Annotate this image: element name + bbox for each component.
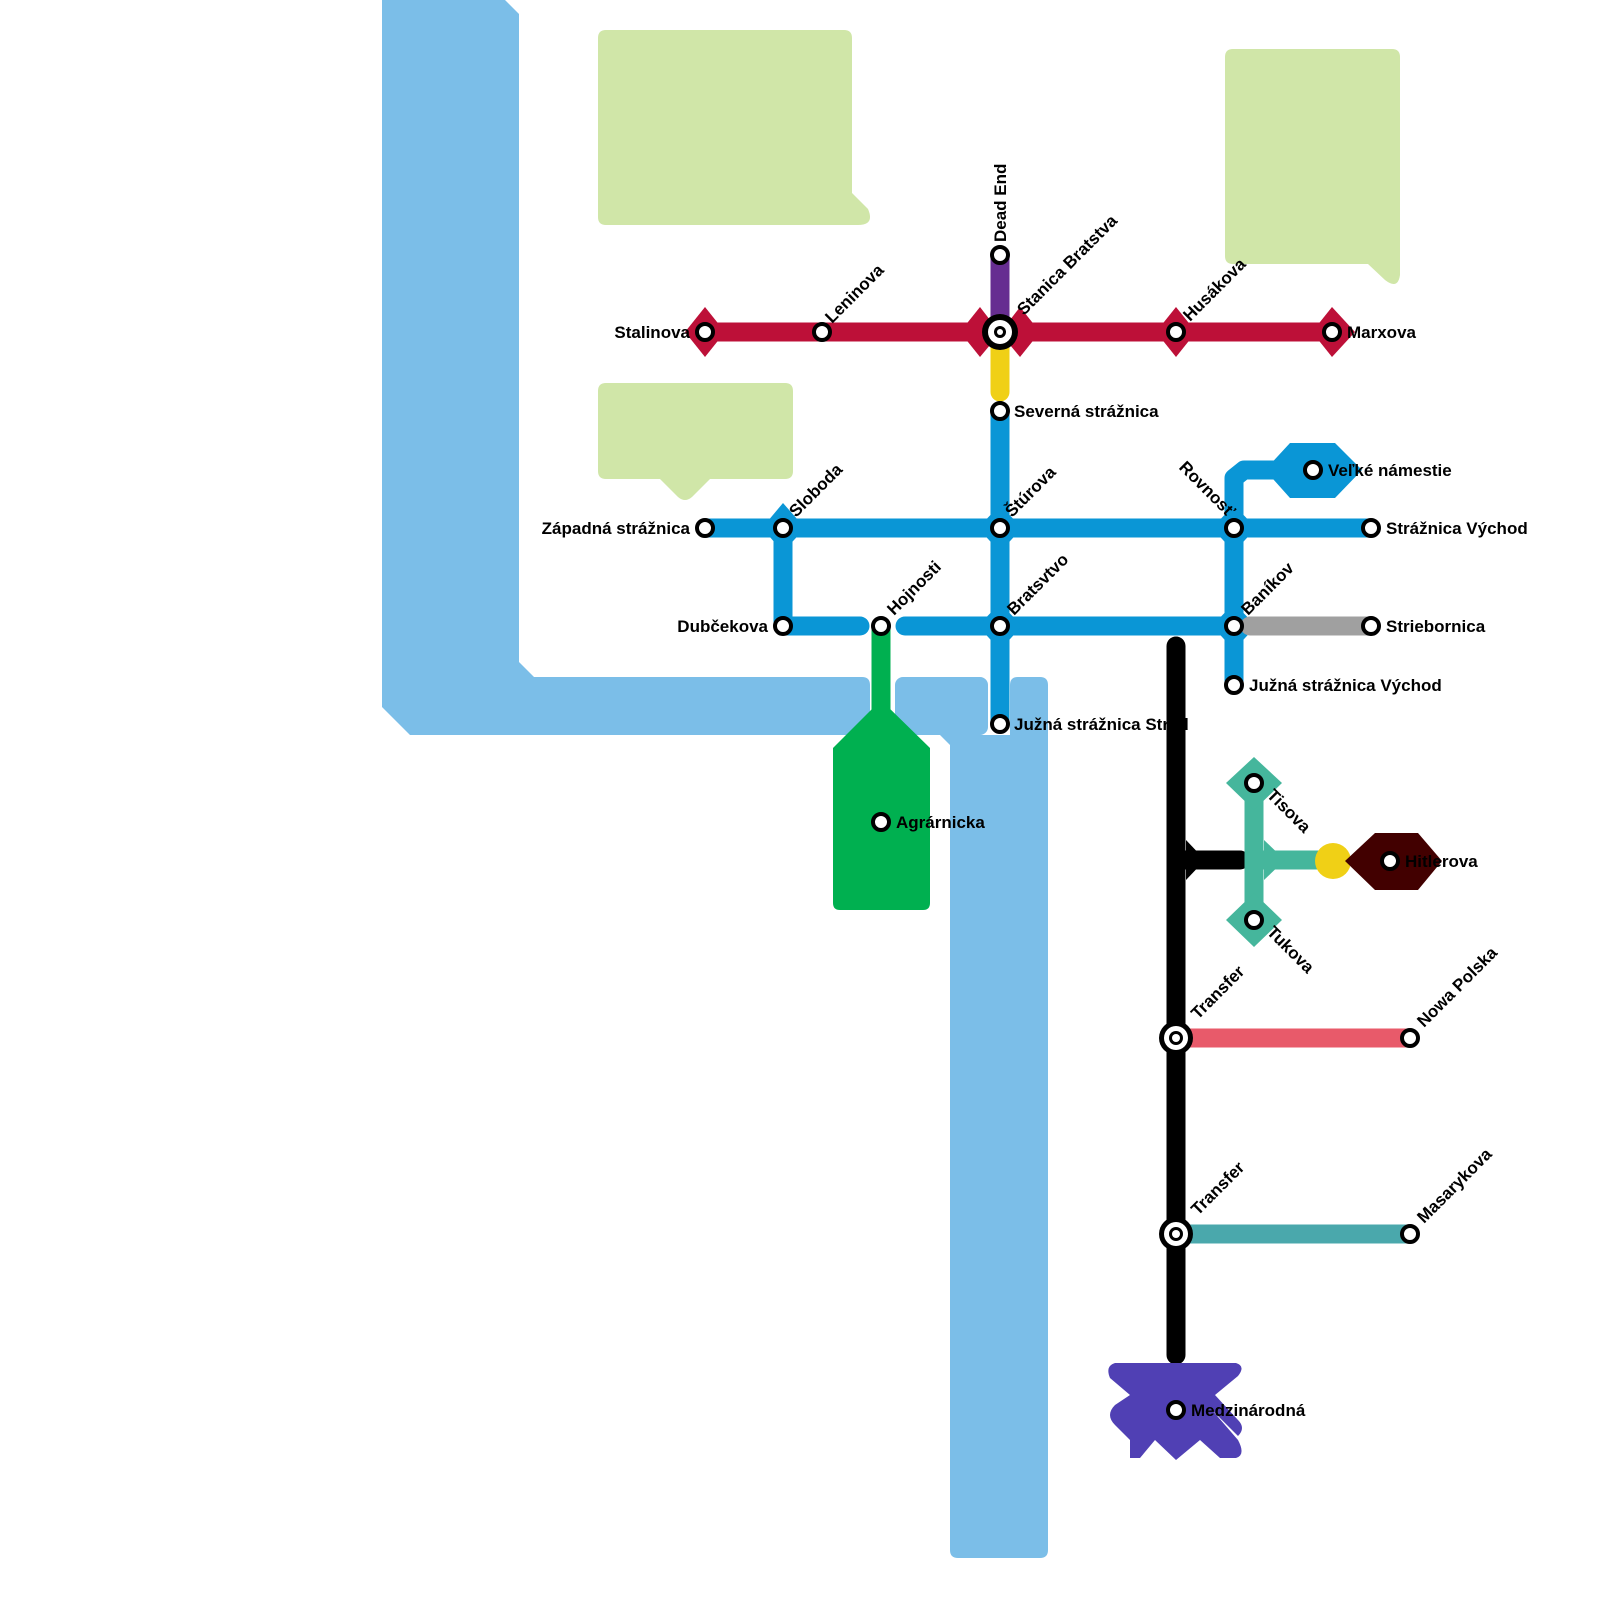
station-juzna-vychod[interactable] [1224,675,1244,695]
station-banikov[interactable] [1224,616,1244,636]
label-marxova: Marxova [1347,323,1417,342]
station-striebornica[interactable] [1361,616,1381,636]
label-nowa-polska: Nowa Polska [1413,943,1501,1031]
stations [695,245,1420,1420]
station-hitlerova[interactable] [1380,851,1400,871]
station-juzna-stred[interactable] [990,714,1010,734]
label-transfer-2: Transfer [1187,1158,1248,1219]
station-dead-end[interactable] [990,245,1010,265]
station-husakova[interactable] [1166,322,1186,342]
station-agrarnicka[interactable] [871,812,891,832]
label-sturova: Štúrova [1001,462,1060,521]
label-juzna-vychod: Južná strážnica Východ [1249,676,1442,695]
station-sturova[interactable] [990,518,1010,538]
label-striebornica: Striebornica [1386,617,1486,636]
station-leninova[interactable] [812,322,832,342]
label-dead-end: Dead End [991,164,1010,242]
label-tisova: Tisova [1263,785,1315,837]
label-stalinova: Stalinova [614,323,690,342]
label-severna: Severná strážnica [1014,402,1159,421]
station-masarykova[interactable] [1400,1224,1420,1244]
station-dubcekova[interactable] [773,616,793,636]
station-sloboda[interactable] [773,518,793,538]
lines [685,245,1442,1460]
label-husakova: Husákova [1179,254,1250,325]
label-sloboda: Sloboda [785,460,846,521]
station-bratsvtvo[interactable] [990,616,1010,636]
label-velke-namestie: Veľké námestie [1328,461,1452,480]
label-hojnosti: Hojnosti [883,557,945,619]
station-stalinova[interactable] [695,322,715,342]
label-leninova: Leninova [821,260,888,327]
water [382,0,1048,1558]
station-severna[interactable] [990,401,1010,421]
label-hitlerova: Hitlerova [1405,852,1478,871]
label-juzna-stred: Južná strážnica Stred [1014,715,1189,734]
label-bratsvtvo: Bratsvtvo [1003,550,1072,619]
station-velke-namestie[interactable] [1303,460,1323,480]
label-tukova: Tukova [1263,922,1318,977]
station-nowa-polska[interactable] [1400,1028,1420,1048]
label-straznica-vychod: Strážnica Východ [1386,519,1528,538]
label-zapadna: Západná strážnica [542,519,691,538]
station-tisova[interactable] [1244,773,1264,793]
label-agrarnicka: Agrárnicka [896,813,985,832]
label-transfer-1: Transfer [1187,962,1248,1023]
station-hojnosti[interactable] [871,616,891,636]
label-dubcekova: Dubčekova [677,617,768,636]
label-stanica-bratstva: Stanica Bratstva [1013,211,1121,319]
label-medzinarodna: Medzinárodná [1191,1401,1306,1420]
parks [598,30,1400,500]
station-medzinarodna[interactable] [1166,1400,1186,1420]
station-rovnost[interactable] [1224,518,1244,538]
label-banikov: Baníkov [1237,558,1298,619]
station-zapadna[interactable] [695,518,715,538]
station-marxova[interactable] [1322,322,1342,342]
station-tukova[interactable] [1244,910,1264,930]
station-straznica-vychod[interactable] [1361,518,1381,538]
label-masarykova: Masarykova [1413,1144,1496,1227]
